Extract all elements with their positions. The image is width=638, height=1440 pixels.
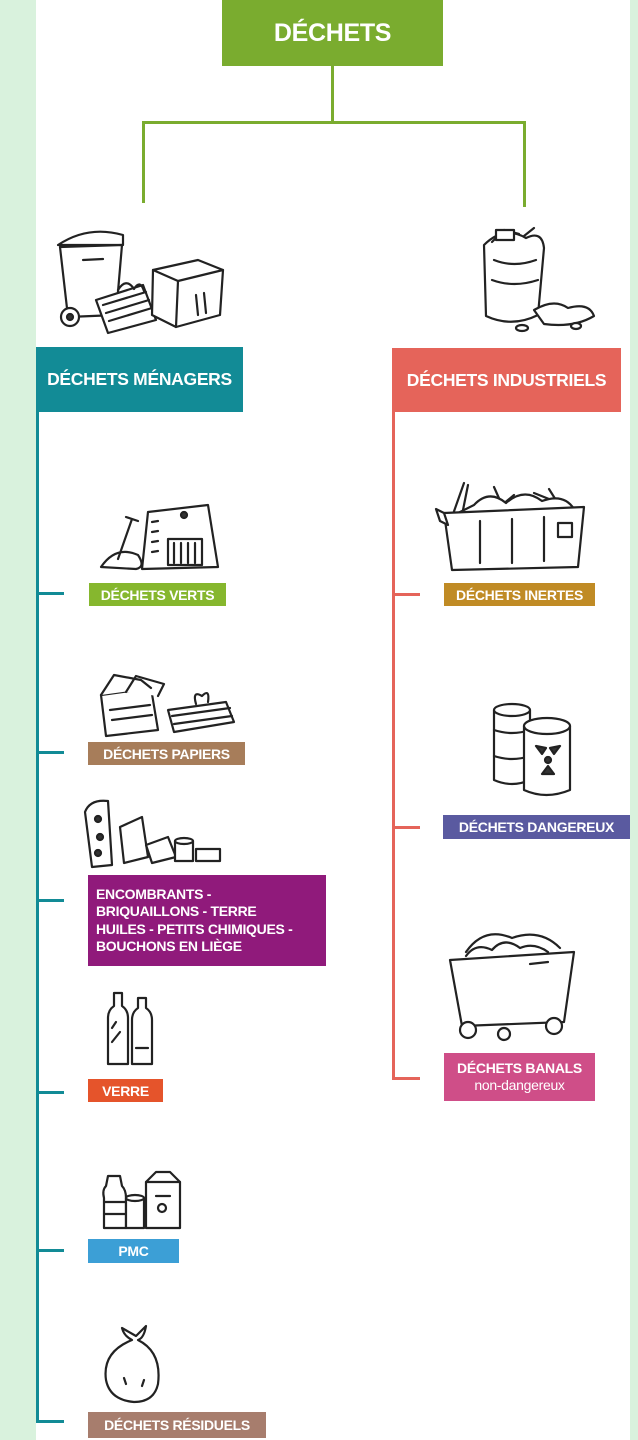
item-dechets-residuels-label: DÉCHETS RÉSIDUELS <box>104 1417 250 1433</box>
item-verre: VERRE <box>88 1079 163 1102</box>
waste-cart-icon <box>444 922 584 1042</box>
category-header-industriels: DÉCHETS INDUSTRIELS <box>392 348 621 412</box>
root-connector-right <box>523 121 526 207</box>
item-dechets-inertes-label: DÉCHETS INERTES <box>456 586 583 603</box>
item-dechets-papiers-label: DÉCHETS PAPIERS <box>103 745 230 762</box>
tick-papiers <box>36 751 64 754</box>
item-dechets-papiers: DÉCHETS PAPIERS <box>88 742 245 765</box>
tick-verts <box>36 592 64 595</box>
tick-inertes <box>392 593 420 596</box>
item-dechets-inertes: DÉCHETS INERTES <box>444 583 595 606</box>
garden-waste-icon <box>96 497 226 577</box>
item-dechets-banals: DÉCHETS BANALS non-dangereux <box>444 1053 595 1101</box>
item-encombrants: ENCOMBRANTS - BRIQUAILLONS - TERRE HUILE… <box>88 875 326 966</box>
industrial-sack-icon <box>464 220 604 335</box>
paper-boxes-icon <box>96 670 241 740</box>
item-dechets-banals-label: DÉCHETS BANALS <box>457 1060 582 1076</box>
tick-encombrants <box>36 899 64 902</box>
glass-bottles-icon <box>100 988 160 1068</box>
root-node-dechets: DÉCHETS <box>222 0 443 66</box>
rubble-container-icon <box>434 475 594 575</box>
encombrants-line-3: HUILES - PETITS CHIMIQUES - <box>96 920 293 937</box>
menagers-trunk <box>36 412 39 1422</box>
item-dechets-dangereux: DÉCHETS DANGEREUX <box>443 815 630 839</box>
trash-bag-icon <box>100 1322 170 1407</box>
category-header-menagers: DÉCHETS MÉNAGERS <box>36 347 243 412</box>
item-verre-label: VERRE <box>102 1082 149 1099</box>
item-dechets-dangereux-label: DÉCHETS DANGEREUX <box>458 819 615 835</box>
menagers-header-label: DÉCHETS MÉNAGERS <box>47 369 232 389</box>
industriels-header-label: DÉCHETS INDUSTRIELS <box>406 369 607 390</box>
encombrants-line-4: BOUCHONS EN LIÈGE <box>96 938 242 954</box>
tick-dangereux <box>392 826 420 829</box>
encombrants-line-2: BRIQUAILLONS - TERRE <box>96 903 257 919</box>
encombrants-line-1: ENCOMBRANTS - <box>96 885 212 902</box>
item-pmc-label: PMC <box>118 1243 149 1259</box>
tick-verre <box>36 1091 64 1094</box>
item-pmc: PMC <box>88 1239 179 1263</box>
industriels-trunk <box>392 412 395 1080</box>
root-label: DÉCHETS <box>273 18 392 47</box>
root-connector-horizontal <box>142 121 526 124</box>
household-bin-icon <box>48 215 228 340</box>
diagram-canvas: DÉCHETS <box>36 0 630 1440</box>
tick-banals <box>392 1077 420 1080</box>
hazard-barrels-icon <box>488 700 588 800</box>
tick-pmc <box>36 1249 64 1252</box>
item-dechets-banals-sublabel: non-dangereux <box>474 1077 565 1093</box>
tick-residuels <box>36 1420 64 1423</box>
root-connector-left <box>142 121 145 203</box>
item-dechets-residuels: DÉCHETS RÉSIDUELS <box>88 1412 266 1438</box>
plastic-cans-cartons-icon <box>98 1168 188 1233</box>
root-connector-vertical <box>331 66 334 123</box>
bulky-waste-icon <box>80 797 230 872</box>
item-dechets-verts-label: DÉCHETS VERTS <box>100 586 215 603</box>
item-dechets-verts: DÉCHETS VERTS <box>89 583 226 606</box>
